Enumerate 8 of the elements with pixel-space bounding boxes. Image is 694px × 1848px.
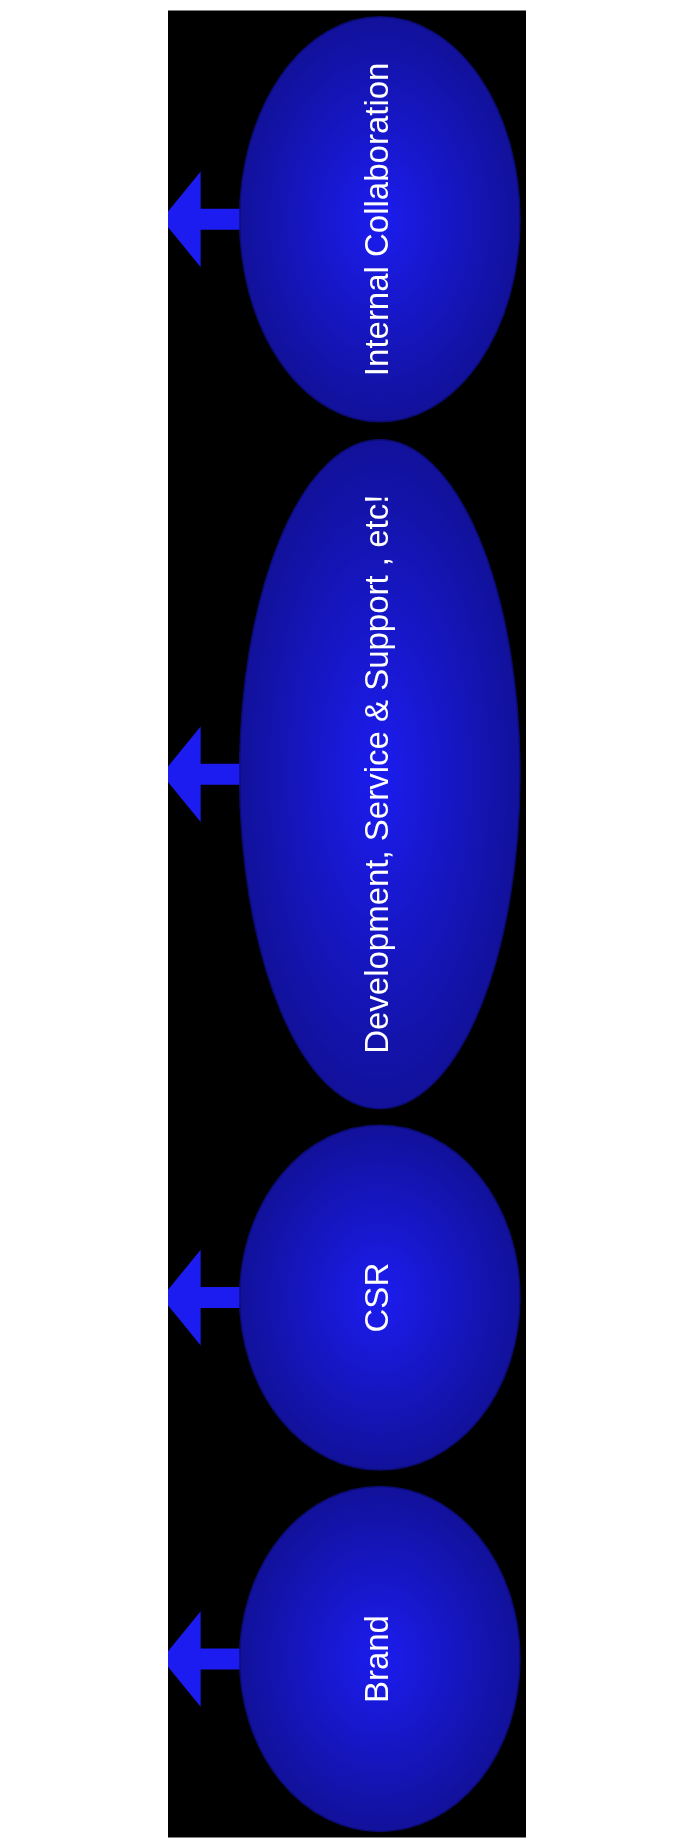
arrow <box>168 1611 240 1707</box>
node-ellipse: Development, Service & Support , etc! <box>238 438 521 1110</box>
node-ellipse: Internal Collaboration <box>238 16 521 423</box>
node-ellipse: Brand <box>238 1485 521 1833</box>
arrow <box>168 726 240 823</box>
arrow <box>168 1249 240 1346</box>
arrow <box>168 171 240 268</box>
node-ellipse: CSR <box>238 1124 521 1471</box>
